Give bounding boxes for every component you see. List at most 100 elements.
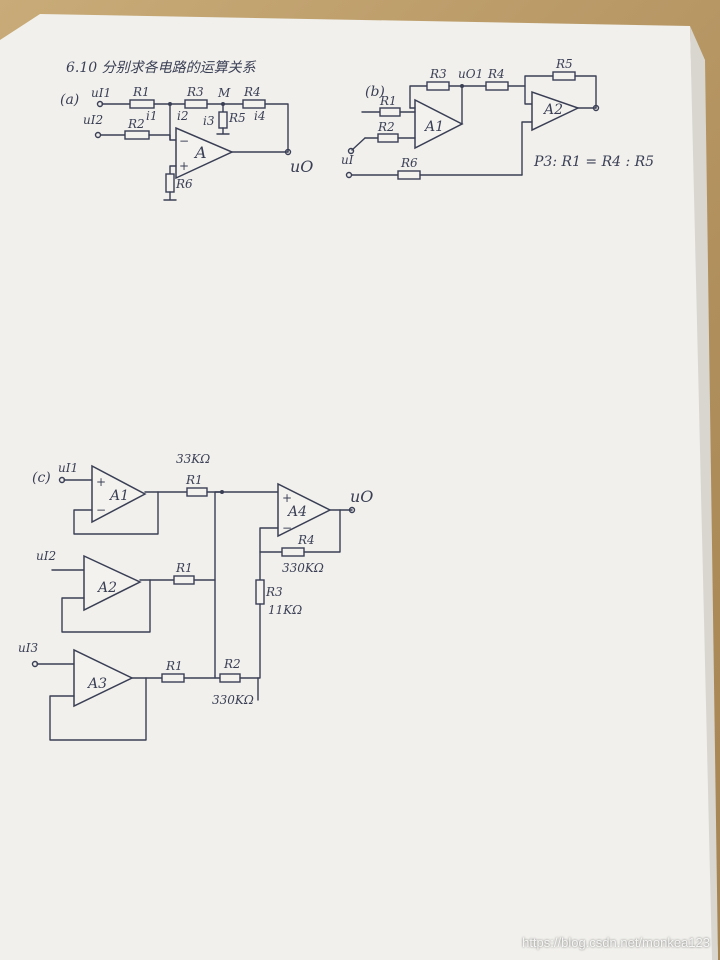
- circuit-a-label: (a): [60, 92, 79, 108]
- minus-sign: −: [96, 503, 106, 517]
- resistor-r4: [281, 547, 305, 557]
- op-amp-a2-label: A2: [96, 580, 117, 596]
- resistor-r1: [379, 107, 401, 117]
- resistor-r5: [218, 111, 228, 129]
- minus-sign: −: [179, 134, 189, 148]
- circuit-b-label: (b): [365, 84, 385, 100]
- resistor-r2-label: R2: [223, 657, 241, 671]
- ground-symbol: [216, 127, 230, 135]
- wire: [524, 75, 554, 87]
- wire: [574, 75, 597, 109]
- wire: [73, 491, 159, 535]
- resistor-r5: [552, 71, 576, 81]
- resistor-r4-label: R4: [487, 67, 505, 81]
- resistor-r2: [124, 130, 150, 140]
- resistor-r4: [242, 99, 266, 109]
- output-terminal: [284, 148, 292, 156]
- op-amp-a2: [531, 90, 580, 132]
- resistor-r1-value: 33KΩ: [176, 452, 210, 466]
- wire: [351, 137, 366, 151]
- circuit-a-input-2: uI2: [83, 113, 103, 127]
- resistor-r4-label: R4: [243, 85, 261, 99]
- op-amp-a3-label: A3: [86, 676, 107, 692]
- node-m-label: M: [217, 86, 231, 100]
- resistor-r4-value: 330KΩ: [282, 561, 324, 575]
- resistor-r4-label: R4: [297, 533, 315, 547]
- resistor-r5-label: R5: [555, 57, 573, 71]
- op-amp-a1: [91, 464, 147, 524]
- plus-sign: +: [282, 491, 292, 505]
- circuit-c-input-3: uI3: [18, 641, 38, 655]
- wire: [49, 677, 147, 741]
- circuit-c-label: (c): [32, 470, 51, 486]
- resistor-r3: [255, 579, 265, 605]
- resistor-r1-label: R1: [165, 659, 183, 673]
- op-amp-a3: [73, 648, 134, 708]
- resistor-r2: [377, 133, 399, 143]
- resistor-r1: [129, 99, 155, 109]
- resistor-r6: [397, 170, 421, 180]
- page-title: 6.10 分别求各电路的运算关系: [66, 60, 257, 76]
- wire: [303, 509, 341, 553]
- op-amp-a: [175, 126, 234, 180]
- circuit-c-output: uO: [350, 487, 373, 506]
- node-uo1-label: uO1: [458, 67, 483, 81]
- wire: [257, 603, 261, 679]
- resistor-r1: [161, 673, 185, 683]
- resistor-r1-label: R1: [379, 94, 397, 108]
- resistor-r2-value: 330KΩ: [212, 693, 254, 707]
- circuit-c: (c) uI1 A1 + − R1 33KΩ uI2 A2 R1 uI3 A3: [18, 452, 373, 741]
- wire: [148, 134, 171, 141]
- current-i1: i1: [146, 109, 157, 123]
- resistor-r6-label: R6: [175, 177, 193, 191]
- plus-sign: +: [179, 159, 189, 173]
- resistor-r1: [186, 487, 208, 497]
- plus-sign: +: [96, 475, 106, 489]
- paper-edge-shadow: [690, 26, 718, 960]
- circuit-b: (b) R3 uO1 R4 R5 A1 R1 R2 A2: [341, 57, 654, 180]
- resistor-r1: [173, 575, 195, 585]
- resistor-r4: [485, 81, 509, 91]
- resistor-r3: [184, 99, 208, 109]
- op-amp-a1: [414, 98, 464, 150]
- op-amp-a4: [277, 482, 332, 538]
- wire: [169, 103, 177, 141]
- resistor-r3-value: 11KΩ: [268, 603, 302, 617]
- wire: [214, 491, 223, 677]
- current-i3: i3: [203, 114, 215, 128]
- circuit-b-note: P3: R1 = R4 : R5: [533, 154, 654, 170]
- resistor-r3: [426, 81, 450, 91]
- circuit-a-input-1: uI1: [91, 86, 111, 100]
- resistor-r2: [219, 673, 241, 683]
- resistor-r5-label: R5: [228, 111, 246, 125]
- wire: [521, 121, 533, 176]
- input-terminal: [347, 147, 355, 155]
- current-i4: i4: [254, 109, 265, 123]
- wire: [183, 675, 216, 679]
- resistor-r6-label: R6: [400, 156, 418, 170]
- wire: [61, 579, 151, 633]
- resistor-r3-label: R3: [265, 585, 283, 599]
- wire: [169, 165, 177, 175]
- circuit-c-input-2: uI2: [36, 549, 56, 563]
- resistor-r1-label: R1: [132, 85, 150, 99]
- op-amp-a-label: A: [193, 143, 207, 162]
- resistor-r3-label: R3: [429, 67, 447, 81]
- op-amp-a1-label: A1: [423, 119, 444, 135]
- resistor-r2-label: R2: [377, 120, 395, 134]
- circuit-c-input-1: uI1: [58, 461, 78, 475]
- circuit-a-terminal-2: [94, 131, 102, 139]
- op-amp-a4-label: A4: [286, 504, 307, 520]
- resistor-r6: [165, 173, 175, 193]
- wire: [409, 85, 428, 109]
- op-amp-a2-label: A2: [542, 102, 563, 118]
- op-amp-a2: [83, 554, 142, 612]
- circuit-b-input: uI: [341, 153, 354, 167]
- current-i2: i2: [177, 109, 188, 123]
- junction: [168, 102, 172, 106]
- wire: [507, 85, 533, 105]
- resistor-r3-label: R3: [186, 85, 204, 99]
- minus-sign: −: [282, 521, 292, 535]
